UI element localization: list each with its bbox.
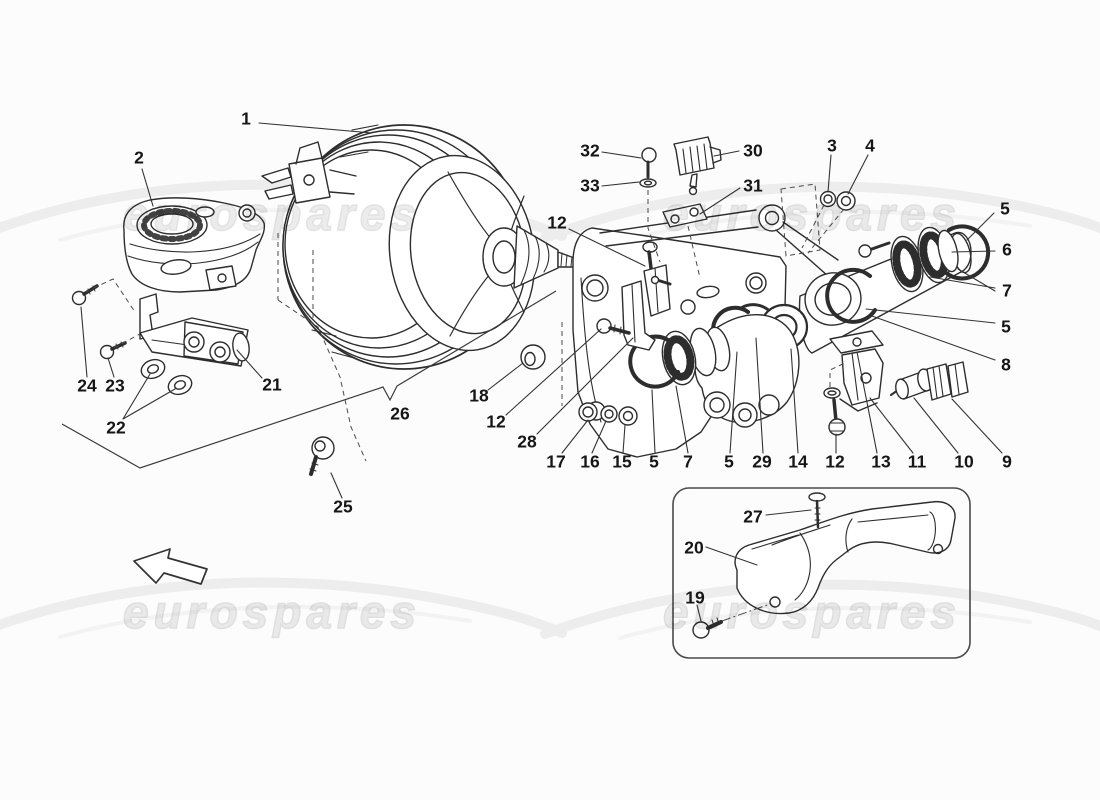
part-callout-7: 7 [1002, 280, 1012, 301]
part-callout-15: 15 [612, 451, 632, 472]
part-callout-17: 17 [546, 451, 566, 472]
part-callout-27: 27 [743, 506, 763, 527]
part-callout-3: 3 [827, 135, 837, 156]
part-callout-1: 1 [241, 108, 251, 129]
part-callout-18: 18 [469, 385, 489, 406]
part-callout-20: 20 [684, 537, 704, 558]
part-callout-28: 28 [517, 431, 537, 452]
dashed-lines [84, 183, 848, 622]
brake-servo-drawing [261, 124, 584, 370]
watermark-top-left: eurospares [122, 187, 422, 241]
group-26-line [61, 290, 557, 469]
part-callout-11: 11 [907, 451, 927, 472]
part-callout-30: 30 [743, 140, 763, 161]
part-callout-5: 5 [649, 451, 659, 472]
part-callout-5: 5 [724, 451, 734, 472]
part-callout-32: 32 [580, 140, 600, 161]
fluid-reservoir-drawing [123, 197, 266, 293]
part-callout-25: 25 [333, 496, 353, 517]
bracket-master-cylinder-drawing [139, 293, 250, 367]
part-callout-29: 29 [752, 451, 772, 472]
part-callout-21: 21 [262, 374, 282, 395]
direction-arrow-icon [133, 548, 208, 585]
part-callout-2: 2 [134, 147, 144, 168]
part-callout-13: 13 [871, 451, 891, 472]
inset-figure-box [672, 487, 971, 659]
part-callout-9: 9 [1002, 451, 1012, 472]
pedal-box-drawing [572, 136, 991, 458]
part-callout-26: 26 [390, 403, 410, 424]
part-callout-24: 24 [77, 375, 97, 396]
watermark-bottom-right: eurospares [662, 585, 962, 639]
part-callout-12: 12 [547, 212, 567, 233]
part-callout-8: 8 [1001, 354, 1011, 375]
part-callout-6: 6 [1002, 239, 1012, 260]
part-callout-22: 22 [106, 417, 126, 438]
part-callout-4: 4 [865, 135, 875, 156]
part-callout-16: 16 [580, 451, 600, 472]
part-callout-33: 33 [580, 175, 600, 196]
part-callout-12: 12 [486, 411, 506, 432]
leader-lines [80, 122, 1003, 622]
left-fasteners-drawing [71, 284, 546, 476]
part-callout-14: 14 [788, 451, 808, 472]
part-callout-10: 10 [954, 451, 974, 472]
part-callout-12: 12 [825, 451, 845, 472]
watermark-bottom-left: eurospares [122, 585, 422, 639]
part-callout-23: 23 [105, 375, 125, 396]
part-callout-7: 7 [683, 451, 693, 472]
watermark-top-right: eurospares [662, 187, 962, 241]
part-callout-5: 5 [1000, 198, 1010, 219]
part-callout-31: 31 [743, 175, 763, 196]
part-callout-19: 19 [685, 587, 705, 608]
part-callout-5: 5 [1001, 316, 1011, 337]
